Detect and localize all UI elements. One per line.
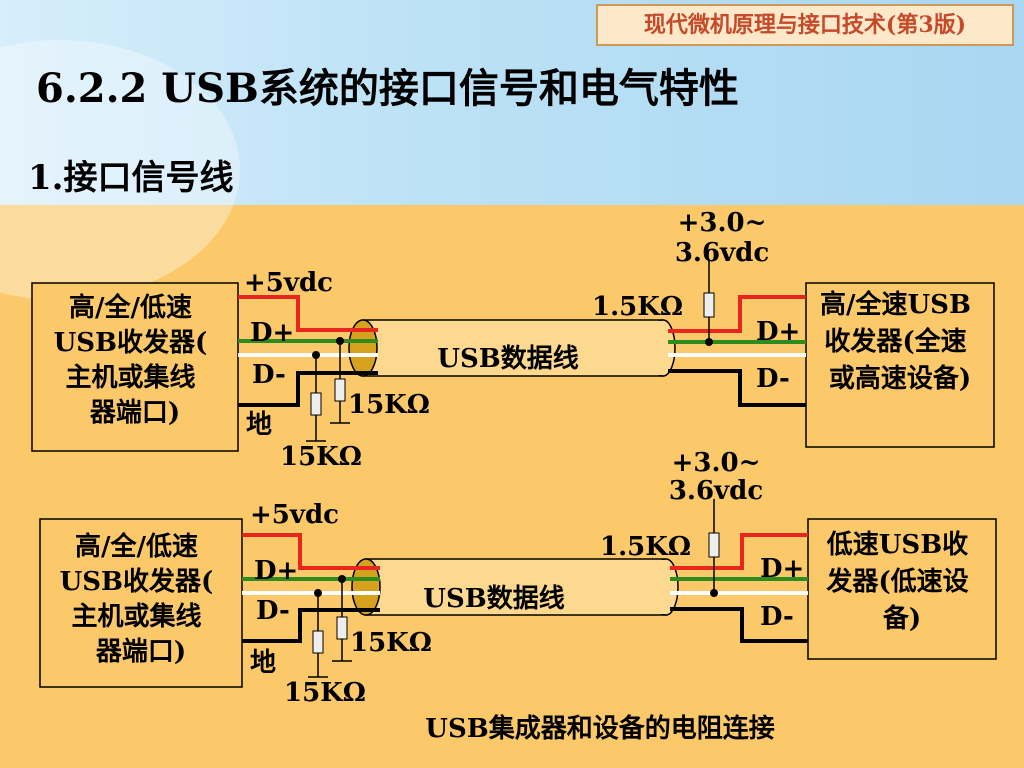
junction-dot — [338, 575, 346, 583]
vcc-right-label-1: +3.0~ — [678, 208, 767, 238]
device-transceiver-box — [807, 518, 997, 660]
host-box-line: 高/全/低速 USB收发器( 主机或集线 器端口) — [60, 531, 223, 667]
dminus-right-label: D- — [756, 364, 790, 394]
junction-dot — [312, 351, 320, 359]
pulldown-label-b: 15KΩ — [280, 442, 362, 472]
pulldown-label-a: 15KΩ — [350, 628, 432, 658]
vcc-right-label-2: 3.6vdc — [669, 476, 763, 506]
diagram-caption: USB集成器和设备的电阻连接 — [425, 713, 774, 744]
gnd-wire-right — [668, 369, 806, 407]
vcc-wire-right — [668, 295, 806, 333]
gnd-wire-left — [238, 371, 378, 407]
dplus-right-label: D+ — [756, 317, 800, 347]
host-transceiver-box — [31, 282, 239, 452]
vcc-left-label: +5vdc — [250, 500, 339, 530]
junction-dot — [705, 338, 713, 346]
page-title: 6.2.2 USB系统的接口信号和电气特性 — [36, 65, 739, 112]
host-transceiver-box — [39, 518, 243, 688]
cable-label: USB数据线 — [423, 584, 564, 614]
junction-dot — [710, 589, 718, 597]
pullup-resistor — [708, 532, 720, 558]
dplus-left-label: D+ — [254, 556, 298, 586]
device-box-line: 高/全速USB 收发器(全速 或高速设备) — [820, 289, 980, 394]
vcc-wire-left — [242, 533, 380, 570]
gnd-wire-right — [670, 607, 808, 643]
pullup-label: 1.5KΩ — [600, 532, 691, 562]
vcc-right-label-2: 3.6vdc — [675, 238, 769, 268]
junction-dot — [336, 337, 344, 345]
diagram-1: 高/全/低速 USB收发器( 主机或集线 器端口) 高/全速USB 收发器(全速… — [31, 208, 995, 472]
vcc-wire-right — [670, 533, 808, 570]
section-subtitle: 1.接口信号线 — [28, 158, 234, 198]
usb-resistor-diagram: 高/全/低速 USB收发器( 主机或集线 器端口) 高/全速USB 收发器(全速… — [31, 208, 997, 744]
host-box-line: 高/全/低速 USB收发器( 主机或集线 器端口) — [54, 292, 217, 428]
pulldown-resistor-dminus — [312, 630, 324, 654]
dplus-right-label: D+ — [760, 554, 804, 584]
book-title-badge: 现代微机原理与接口技术(第3版) — [596, 4, 1014, 46]
ground-label: 地 — [246, 410, 272, 440]
device-transceiver-box — [805, 282, 995, 448]
vcc-right-label-1: +3.0~ — [672, 448, 761, 478]
pulldown-resistor-dplus — [334, 378, 346, 402]
diagram-2: 高/全/低速 USB收发器( 主机或集线 器端口) 低速USB收 发器(低速设 … — [39, 448, 997, 708]
ground-label: 地 — [250, 648, 276, 678]
cable-end-left — [351, 558, 381, 616]
dminus-right-label: D- — [760, 602, 794, 632]
dminus-left-label: D- — [252, 360, 286, 390]
pullup-label: 1.5KΩ — [592, 292, 683, 322]
vcc-left-label: +5vdc — [244, 268, 333, 298]
device-box-line: 低速USB收 发器(低速设 备) — [825, 530, 977, 634]
dplus-left-label: D+ — [250, 318, 294, 348]
pulldown-resistor-dminus — [310, 392, 322, 416]
cable-label: USB数据线 — [437, 344, 578, 374]
vcc-wire-left — [238, 295, 378, 332]
pulldown-resistor-dplus — [336, 616, 348, 640]
pulldown-label-b: 15KΩ — [284, 678, 366, 708]
gnd-wire-left — [242, 608, 380, 643]
pulldown-label-a: 15KΩ — [348, 390, 430, 420]
cable-end-left — [348, 319, 378, 377]
pullup-resistor — [703, 292, 715, 318]
junction-dot — [314, 589, 322, 597]
dminus-left-label: D- — [256, 596, 290, 626]
